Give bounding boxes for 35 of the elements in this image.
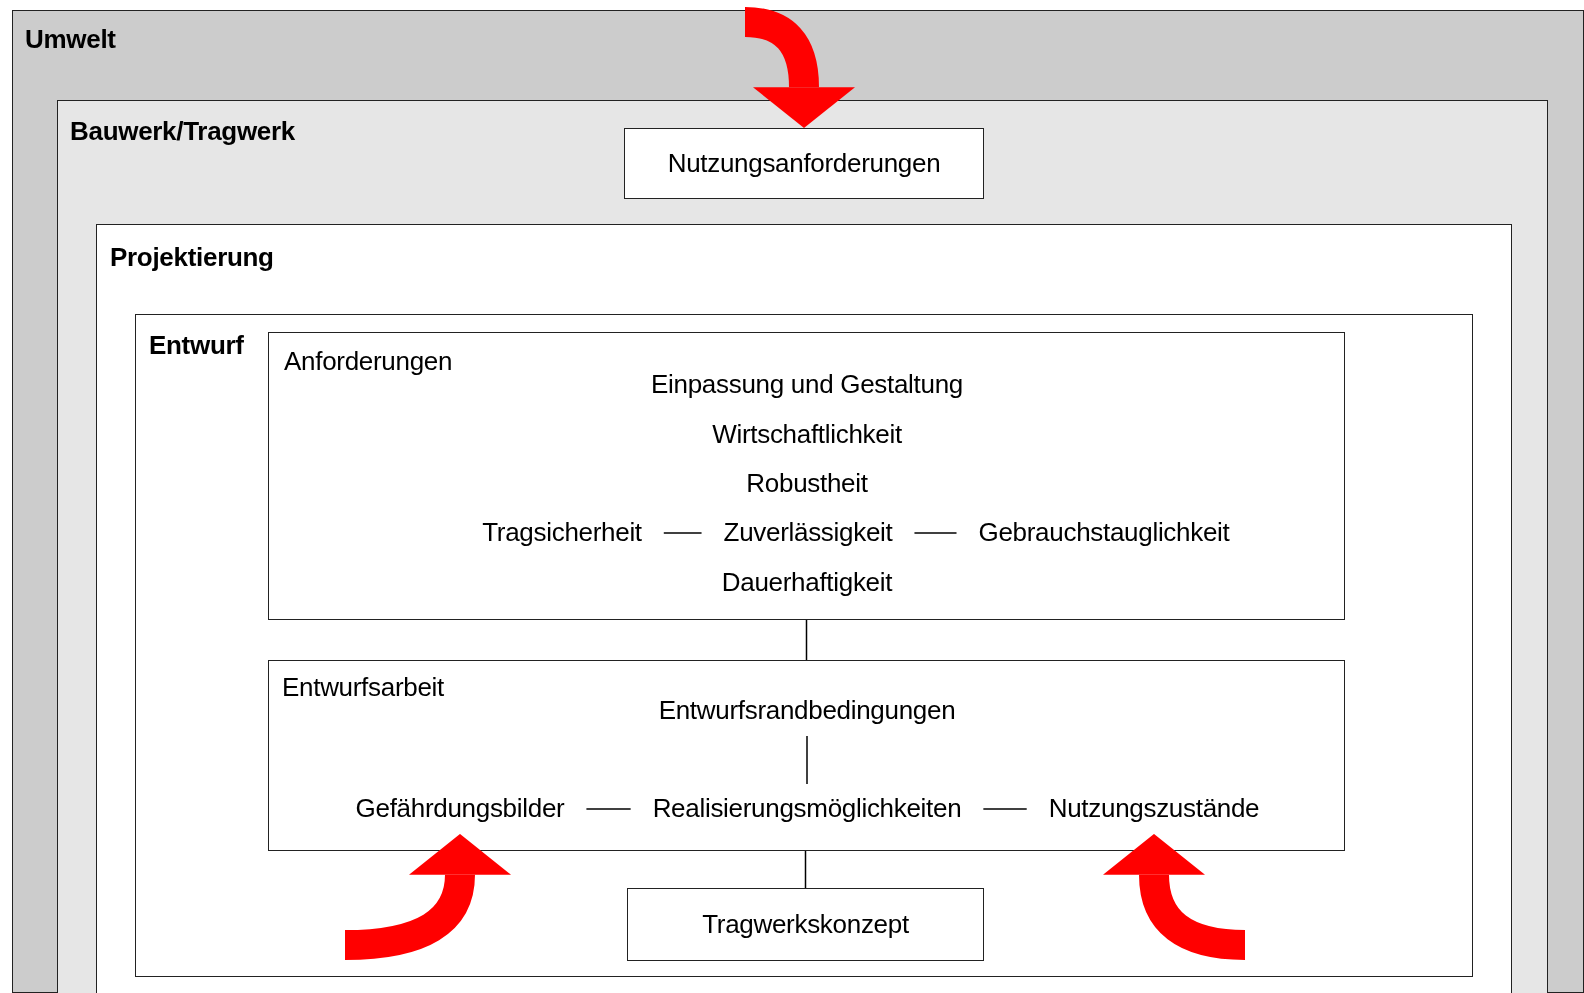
group-heading: Projektierung bbox=[110, 243, 274, 273]
box-label: Tragwerkskonzept bbox=[702, 909, 909, 940]
connector-line bbox=[804, 850, 807, 889]
requirement-text: Gefährdungsbilder bbox=[333, 784, 587, 834]
requirement-text: Dauerhaftigkeit bbox=[721, 568, 893, 598]
group-frame bbox=[96, 224, 1512, 993]
requirement-text: Zuverlässigkeit bbox=[701, 508, 915, 558]
requirement-text: Robustheit bbox=[746, 469, 868, 499]
requirement-text: Gebrauchstauglichkeit bbox=[956, 508, 1252, 558]
connector-line bbox=[585, 808, 632, 810]
requirement-text: Realisierungsmöglichkeiten bbox=[630, 784, 984, 834]
process-box bbox=[627, 888, 984, 961]
requirement-text: Einpassung und Gestaltung bbox=[651, 370, 963, 400]
connector-line bbox=[913, 532, 958, 534]
requirement-text: Wirtschaftlichkeit bbox=[712, 420, 902, 450]
group-frame bbox=[268, 332, 1345, 620]
group-heading: Entwurfsarbeit bbox=[282, 673, 444, 703]
group-heading: Entwurf bbox=[149, 331, 244, 361]
requirement-text: Tragsicherheit bbox=[460, 508, 664, 558]
curved-arrow bbox=[744, 7, 855, 128]
requirement-text: Entwurfsrandbedingungen bbox=[636, 686, 978, 736]
curved-arrow bbox=[1103, 834, 1246, 960]
group-heading: Umwelt bbox=[25, 25, 116, 55]
connector-line bbox=[982, 808, 1028, 810]
process-box bbox=[624, 128, 984, 199]
group-heading: Bauwerk/Tragwerk bbox=[70, 117, 295, 147]
connector-line bbox=[663, 532, 703, 534]
requirement-text: Nutzungszustände bbox=[1026, 784, 1282, 834]
group-heading: Anforderungen bbox=[284, 347, 453, 377]
connector-line bbox=[805, 619, 808, 661]
group-frame bbox=[135, 314, 1473, 977]
group-frame bbox=[268, 660, 1345, 851]
box-label: Nutzungsanforderungen bbox=[667, 148, 941, 179]
curved-arrow bbox=[344, 834, 511, 960]
connector-line bbox=[806, 735, 808, 785]
